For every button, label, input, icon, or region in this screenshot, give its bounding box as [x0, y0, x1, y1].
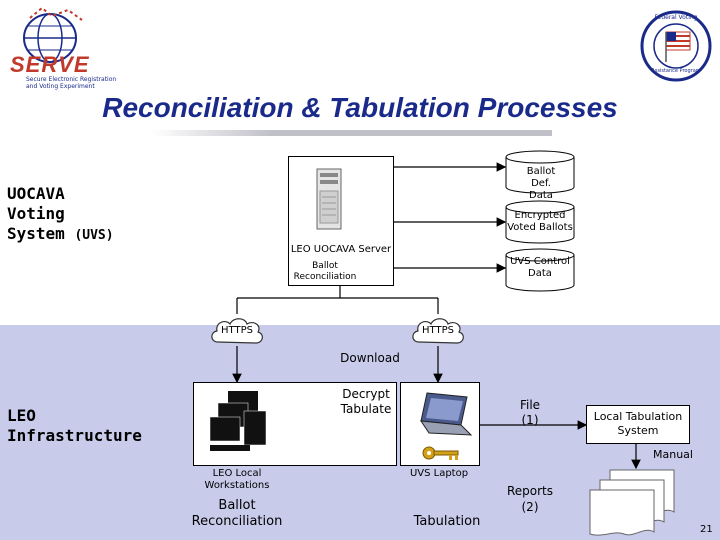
- globe-icon: [23, 6, 83, 63]
- seal-top-text: Federal Voting: [654, 14, 698, 21]
- db-uvs-control: UVS Control Data: [505, 248, 575, 292]
- ballot-reconciliation-label: Ballot Reconciliation: [191, 498, 283, 529]
- database-icon: [505, 150, 575, 194]
- uvs-label-line1: UOCAVA: [7, 184, 65, 203]
- cloud-icon: [211, 318, 263, 344]
- workstations-icon: [209, 391, 267, 451]
- tabulation-label: Tabulation: [413, 514, 481, 529]
- leo-label-line2: Infrastructure: [7, 426, 142, 445]
- local-tabulation-box: Local Tabulation System: [586, 405, 690, 444]
- laptop-icon: [419, 392, 473, 436]
- fvap-seal: Federal Voting Assistance Program: [640, 10, 712, 82]
- title-underline: [152, 130, 552, 136]
- page-number: 21: [700, 524, 713, 535]
- server-tower-icon: [316, 168, 342, 230]
- https-cloud-left: HTTPS: [208, 314, 266, 348]
- database-icon: [505, 200, 575, 244]
- download-label: Download: [340, 351, 400, 365]
- database-icon: [505, 248, 575, 292]
- serve-logo: SERVE Secure Electronic Registration and…: [8, 6, 120, 90]
- uvs-label-line2: Voting: [7, 204, 65, 223]
- seal-bottom-text: Assistance Program: [651, 68, 701, 74]
- db-uvs-control-label: UVS Control Data: [510, 256, 570, 279]
- leo-infrastructure-label: LEO Infrastructure: [7, 406, 142, 446]
- db-encrypted-ballots: Encrypted Voted Ballots: [505, 200, 575, 244]
- laptop-label: UVS Laptop: [409, 468, 469, 479]
- uvs-label-abbr: (UVS): [74, 228, 114, 243]
- https-cloud-right: HTTPS: [409, 314, 467, 348]
- serve-logo-word: SERVE: [10, 52, 90, 77]
- leo-workstations-box: Decrypt Tabulate: [193, 382, 397, 466]
- https-right-label: HTTPS: [422, 325, 454, 336]
- decrypt-tabulate-label: Decrypt Tabulate: [340, 387, 392, 416]
- uvs-label-line3: System: [7, 224, 65, 243]
- manual-label: Manual: [653, 448, 693, 461]
- db-ballot-def-label: Ballot Def. Data: [526, 166, 556, 201]
- cloud-icon: [412, 318, 464, 344]
- reports-label: Reports (2): [506, 484, 554, 514]
- https-left-label: HTTPS: [221, 325, 253, 336]
- db-encrypted-label: Encrypted Voted Ballots: [507, 210, 573, 233]
- file-label: File (1): [519, 398, 541, 427]
- local-tabulation-label: Local Tabulation System: [593, 410, 683, 437]
- uvs-system-label: UOCAVA Voting System (UVS): [7, 184, 114, 246]
- workstations-label: LEO Local Workstations: [204, 468, 270, 491]
- uvs-laptop-box: [400, 382, 480, 466]
- leo-uocava-server-box: LEO UOCAVA Server Ballot Reconciliation: [288, 156, 394, 286]
- page-title: Reconciliation & Tabulation Processes: [102, 92, 618, 123]
- server-process-label: Ballot Reconciliation: [293, 261, 357, 282]
- db-ballot-def: Ballot Def. Data: [505, 150, 575, 201]
- server-label: LEO UOCAVA Server: [290, 244, 392, 255]
- leo-label-line1: LEO: [7, 406, 36, 425]
- key-icon: [422, 446, 459, 460]
- reports-pages-icon: [589, 469, 675, 536]
- serve-logo-tagline: Secure Electronic Registration and Votin…: [26, 76, 117, 90]
